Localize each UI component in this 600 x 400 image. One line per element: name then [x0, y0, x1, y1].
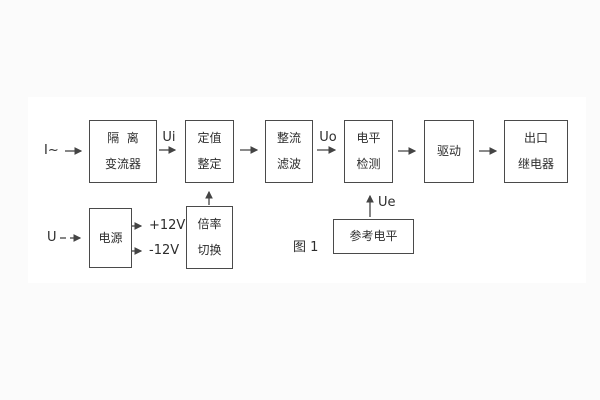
ue-signal-label: Ue [378, 195, 396, 210]
power-supply-block: 电源 [89, 208, 132, 268]
uo-signal-label: Uo [319, 130, 337, 145]
block-label-line: 电平 [356, 131, 381, 145]
input-current-label: I~ [44, 143, 59, 158]
level-detection-block: 电平 检测 [344, 120, 393, 183]
block-label-line: 倍率 [197, 217, 222, 231]
block-label-line: 电源 [98, 230, 123, 245]
block-label-line: 切换 [197, 243, 222, 257]
reference-level-block: 参考电平 [333, 219, 414, 254]
minus-12v-label: -12V [149, 243, 180, 258]
setpoint-setting-block: 定值 整定 [185, 120, 234, 183]
block-label-line: 出口 [523, 131, 548, 145]
drive-block: 驱动 [424, 120, 474, 183]
isolation-transformer-block: 隔 离 变流器 [89, 120, 157, 183]
block-label-line: 整流 [276, 131, 301, 145]
block-label-line: 继电器 [517, 157, 554, 171]
block-label-line: 滤波 [276, 157, 301, 171]
figure-caption: 图 1 [293, 240, 319, 255]
block-label-line: 整定 [197, 157, 222, 171]
block-label-line: 定值 [197, 131, 222, 145]
input-voltage-label: U [47, 230, 57, 245]
ratio-switch-block: 倍率 切换 [186, 206, 233, 269]
block-label-line: 检测 [356, 157, 381, 171]
plus-12v-label: +12V [149, 218, 186, 233]
block-label-line: 参考电平 [349, 229, 398, 243]
block-label-line: 驱动 [436, 144, 461, 158]
rectifier-filter-block: 整流 滤波 [265, 120, 313, 183]
block-label-line: 变流器 [104, 157, 141, 171]
ui-signal-label: Ui [162, 130, 176, 145]
output-relay-block: 出口 继电器 [504, 120, 568, 183]
block-label-line: 隔 离 [107, 131, 139, 145]
